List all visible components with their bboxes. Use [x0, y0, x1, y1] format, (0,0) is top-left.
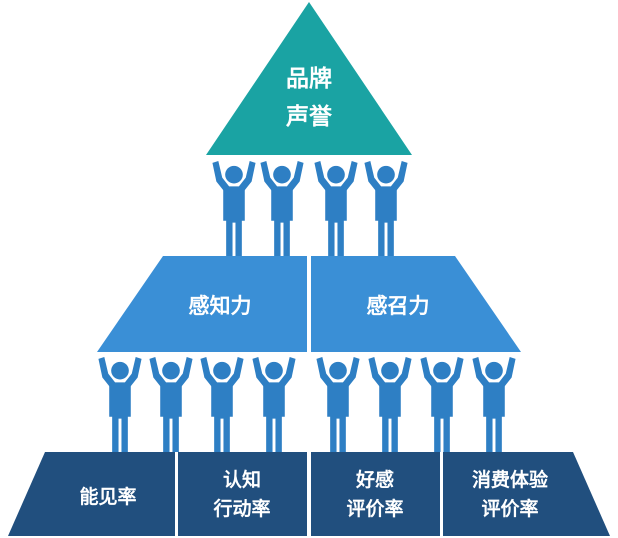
person-arms-raised-icon [368, 356, 412, 452]
bottom-label-3-line2: 评价率 [346, 497, 403, 520]
lower-people-row [98, 356, 516, 452]
bottom-label-2-line1: 认知 [223, 468, 261, 491]
person-arms-raised-icon [212, 160, 256, 256]
person-arms-raised-icon [260, 160, 304, 256]
bottom-label-3-line1: 好感 [355, 468, 394, 491]
bottom-label-4-line1: 消费体验 [472, 468, 549, 491]
middle-band-right [311, 256, 521, 352]
person-arms-raised-icon [252, 356, 296, 452]
bottom-band [8, 452, 610, 536]
top-triangle [206, 2, 412, 155]
person-arms-raised-icon [200, 356, 244, 452]
bottom-cell-2 [178, 452, 307, 536]
bottom-cell-1 [8, 452, 175, 536]
person-arms-raised-icon [314, 160, 358, 256]
bottom-cell-4 [443, 452, 610, 536]
bottom-label-1-line1: 能见率 [79, 485, 136, 508]
person-arms-raised-icon [420, 356, 464, 452]
bottom-cell-3 [311, 452, 440, 536]
person-arms-raised-icon [472, 356, 516, 452]
middle-band-left [97, 256, 307, 352]
top-label-line1: 品牌 [286, 65, 332, 92]
person-arms-raised-icon [98, 356, 142, 452]
top-label-line2: 声誉 [286, 103, 333, 130]
person-arms-raised-icon [364, 160, 408, 256]
person-arms-raised-icon [316, 356, 360, 452]
middle-label-left: 感知力 [189, 294, 252, 318]
upper-people-row [212, 160, 408, 256]
middle-label-right: 感召力 [367, 294, 430, 318]
bottom-label-2-line2: 行动率 [212, 497, 270, 520]
bottom-label-4-line2: 评价率 [481, 497, 538, 520]
person-arms-raised-icon [149, 356, 193, 452]
